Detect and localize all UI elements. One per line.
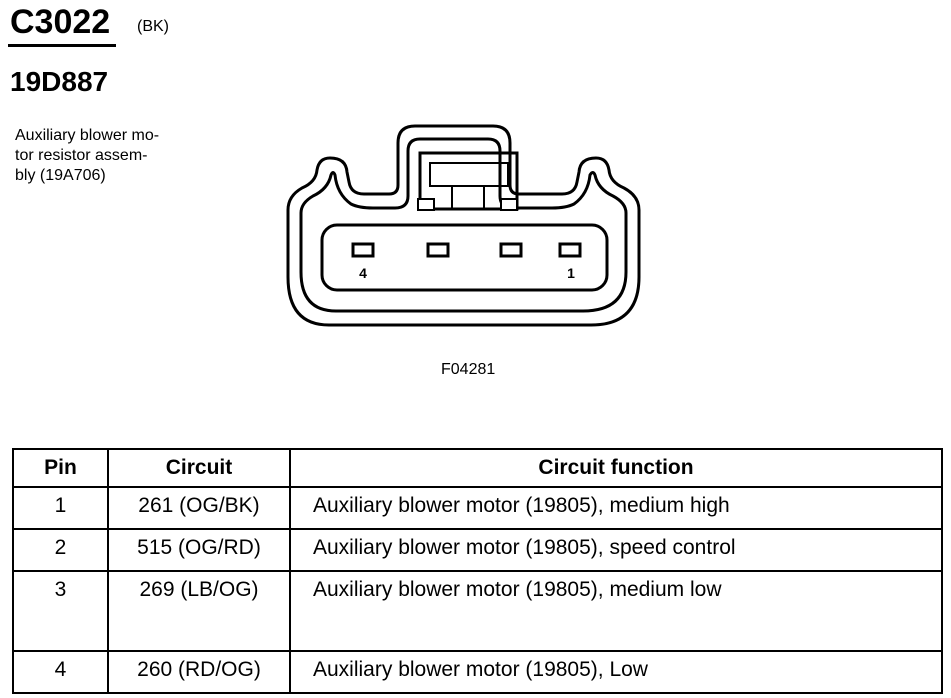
component-description-line: bly (19A706): [15, 167, 106, 184]
cell-circuit: 260 (RD/OG): [107, 650, 291, 694]
connector-latch: [418, 151, 519, 211]
connector-color: (BK): [137, 18, 169, 35]
connector-housing-outer: [286, 124, 641, 327]
cell-function: Auxiliary blower motor (19805), speed co…: [289, 528, 943, 572]
cell-pin: 3: [12, 570, 109, 652]
cell-pin: 1: [12, 486, 109, 530]
part-number: 19D887: [10, 66, 109, 97]
component-description-line: tor resistor assem-: [15, 147, 148, 164]
column-header-function: Circuit function: [289, 448, 943, 488]
terminal-pin-4: [351, 242, 375, 258]
latch-tab-right: [500, 198, 518, 211]
cell-function: Auxiliary blower motor (19805), medium l…: [289, 570, 943, 652]
cell-pin: 4: [12, 650, 109, 694]
connector-face-diagram: 4 1: [286, 124, 641, 327]
figure-id: F04281: [441, 361, 496, 378]
component-description-line: Auxiliary blower mo-: [15, 127, 160, 144]
latch-tab-left: [417, 198, 435, 211]
cell-function: Auxiliary blower motor (19805), medium h…: [289, 486, 943, 530]
cell-circuit: 261 (OG/BK): [107, 486, 291, 530]
cell-circuit: 269 (LB/OG): [107, 570, 291, 652]
cell-circuit: 515 (OG/RD): [107, 528, 291, 572]
pin-label-left: 4: [359, 265, 367, 281]
cell-pin: 2: [12, 528, 109, 572]
pin-cavity-area: [320, 223, 609, 292]
table-header-row: Pin Circuit Circuit function: [12, 448, 943, 488]
table-row: 1 261 (OG/BK) Auxiliary blower motor (19…: [12, 486, 943, 530]
column-header-circuit: Circuit: [107, 448, 291, 488]
column-header-pin: Pin: [12, 448, 109, 488]
terminal-pin-3: [426, 242, 450, 258]
table-row: 2 515 (OG/RD) Auxiliary blower motor (19…: [12, 528, 943, 572]
terminal-pin-2: [499, 242, 523, 258]
cell-function: Auxiliary blower motor (19805), Low: [289, 650, 943, 694]
connector-id: C3022: [10, 3, 111, 41]
connector-housing-inner: [299, 137, 628, 313]
pin-circuit-table: Pin Circuit Circuit function 1 261 (OG/B…: [12, 448, 943, 694]
component-description: Auxiliary blower mo- tor resistor assem-…: [15, 126, 195, 186]
table-row: 4 260 (RD/OG) Auxiliary blower motor (19…: [12, 650, 943, 694]
latch-slot: [429, 162, 509, 187]
connector-id-underline: [8, 44, 116, 47]
pin-label-right: 1: [567, 265, 575, 281]
terminal-pin-1: [558, 242, 582, 258]
table-row: 3 269 (LB/OG) Auxiliary blower motor (19…: [12, 570, 943, 652]
